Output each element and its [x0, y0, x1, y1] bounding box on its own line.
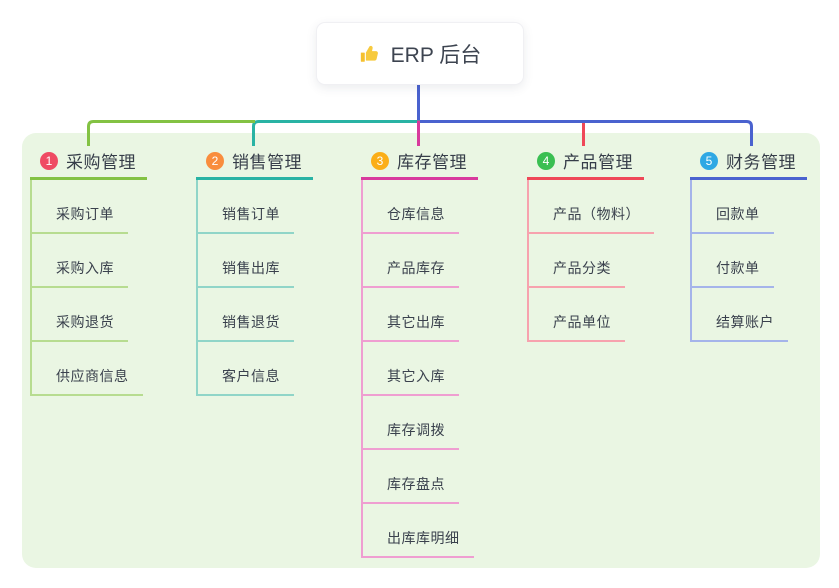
child-label: 其它出库: [363, 312, 459, 342]
branch-purchase: 1 采购管理 采购订单 采购入库 采购退货 供应商信息: [30, 146, 147, 396]
branch-finance-node[interactable]: 5 财务管理: [690, 146, 807, 180]
child-label: 采购入库: [32, 258, 128, 288]
child-label: 付款单: [692, 258, 774, 288]
child-node[interactable]: 出库库明细: [363, 504, 478, 558]
child-node[interactable]: 产品库存: [363, 234, 478, 288]
child-node[interactable]: 产品（物料）: [529, 180, 654, 234]
branch-sales-node[interactable]: 2 销售管理: [196, 146, 313, 180]
child-label: 出库库明细: [363, 528, 474, 558]
child-label: 供应商信息: [32, 366, 143, 396]
child-node[interactable]: 库存盘点: [363, 450, 478, 504]
child-node[interactable]: 销售出库: [198, 234, 313, 288]
child-node[interactable]: 库存调拨: [363, 396, 478, 450]
child-node[interactable]: 仓库信息: [363, 180, 478, 234]
branch-number-badge: 1: [40, 151, 58, 170]
child-label: 销售退货: [198, 312, 294, 342]
branch-number-badge: 4: [537, 151, 555, 170]
branch-product: 4 产品管理 产品（物料） 产品分类 产品单位: [527, 146, 654, 342]
branch-number-badge: 2: [206, 151, 224, 170]
branch-number-badge: 3: [371, 151, 389, 170]
branch-purchase-node[interactable]: 1 采购管理: [30, 146, 147, 180]
child-node[interactable]: 产品单位: [529, 288, 654, 342]
child-node[interactable]: 付款单: [692, 234, 807, 288]
branch-title: 产品管理: [563, 153, 633, 172]
child-label: 库存盘点: [363, 474, 459, 504]
child-node[interactable]: 销售订单: [198, 180, 313, 234]
child-label: 客户信息: [198, 366, 294, 396]
branch-inventory-node[interactable]: 3 库存管理: [361, 146, 478, 180]
branch-inventory: 3 库存管理 仓库信息 产品库存 其它出库 其它入库 库存调拨 库存盘点 出库库…: [361, 146, 478, 558]
child-node[interactable]: 回款单: [692, 180, 807, 234]
branch-product-node[interactable]: 4 产品管理: [527, 146, 644, 180]
child-label: 库存调拨: [363, 420, 459, 450]
child-node[interactable]: 结算账户: [692, 288, 807, 342]
child-node[interactable]: 采购退货: [32, 288, 147, 342]
branch-purchase-children: 采购订单 采购入库 采购退货 供应商信息: [30, 180, 147, 396]
child-label: 采购退货: [32, 312, 128, 342]
child-node[interactable]: 销售退货: [198, 288, 313, 342]
child-label: 采购订单: [32, 204, 128, 234]
child-node[interactable]: 采购入库: [32, 234, 147, 288]
branch-product-children: 产品（物料） 产品分类 产品单位: [527, 180, 654, 342]
branch-title: 库存管理: [397, 153, 467, 172]
child-node[interactable]: 客户信息: [198, 342, 313, 396]
mindmap-background-panel: [22, 133, 820, 568]
thumbs-up-icon: [360, 45, 378, 62]
branch-inventory-children: 仓库信息 产品库存 其它出库 其它入库 库存调拨 库存盘点 出库库明细: [361, 180, 478, 558]
branch-title: 财务管理: [726, 153, 796, 172]
child-label: 产品分类: [529, 258, 625, 288]
branch-title: 采购管理: [66, 153, 136, 172]
branch-finance-children: 回款单 付款单 结算账户: [690, 180, 807, 342]
branch-title: 销售管理: [232, 153, 302, 172]
branch-sales: 2 销售管理 销售订单 销售出库 销售退货 客户信息: [196, 146, 313, 396]
branch-number-badge: 5: [700, 151, 718, 170]
child-label: 其它入库: [363, 366, 459, 396]
child-label: 销售订单: [198, 204, 294, 234]
child-label: 结算账户: [692, 312, 788, 342]
child-label: 仓库信息: [363, 204, 459, 234]
child-node[interactable]: 采购订单: [32, 180, 147, 234]
child-node[interactable]: 产品分类: [529, 234, 654, 288]
child-node[interactable]: 其它入库: [363, 342, 478, 396]
child-label: 产品（物料）: [529, 204, 654, 234]
child-label: 产品单位: [529, 312, 625, 342]
child-label: 回款单: [692, 204, 774, 234]
branch-finance: 5 财务管理 回款单 付款单 结算账户: [690, 146, 807, 342]
root-title: ERP 后台: [390, 43, 482, 67]
branch-sales-children: 销售订单 销售出库 销售退货 客户信息: [196, 180, 313, 396]
child-node[interactable]: 其它出库: [363, 288, 478, 342]
child-node[interactable]: 供应商信息: [32, 342, 147, 396]
root-node-erp[interactable]: ERP 后台: [316, 22, 524, 85]
child-label: 产品库存: [363, 258, 459, 288]
child-label: 销售出库: [198, 258, 294, 288]
